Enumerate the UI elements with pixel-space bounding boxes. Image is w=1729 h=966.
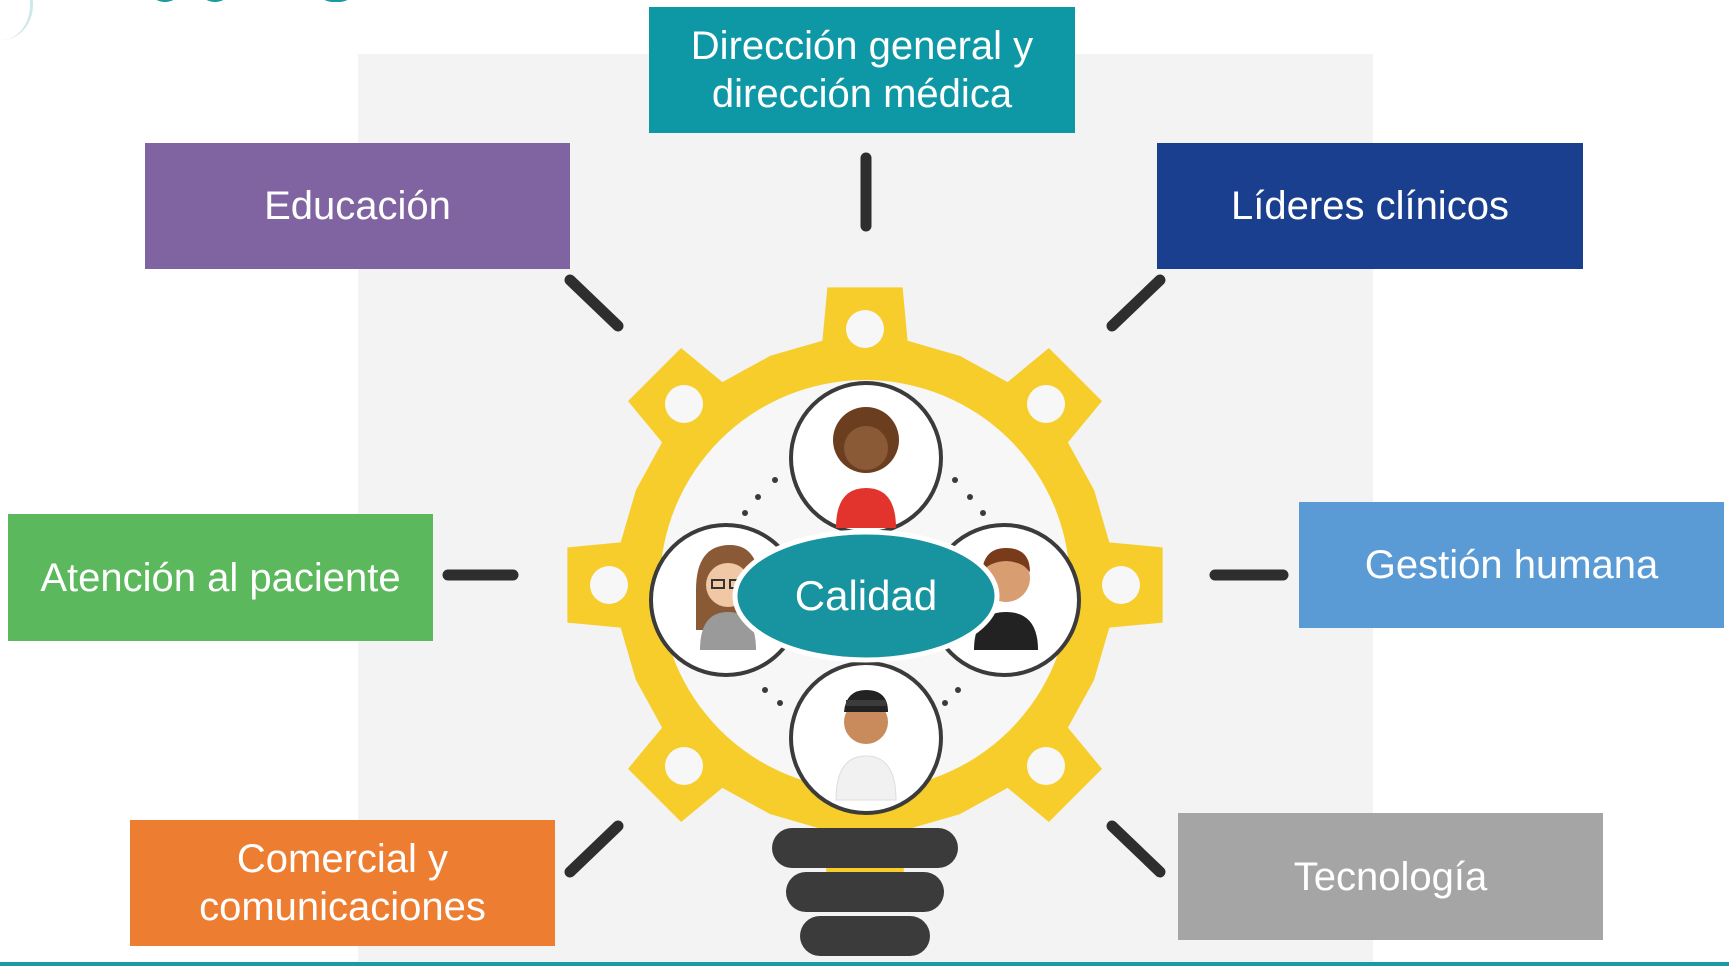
connector-lideres (1106, 274, 1166, 332)
node-tecnologia: Tecnología (1178, 813, 1603, 940)
woman-headband-icon (789, 661, 943, 815)
connector-educacion (564, 274, 624, 332)
node-educacion: Educación (145, 143, 570, 269)
center-label: Calidad (794, 572, 938, 619)
gear-hole (846, 310, 884, 348)
connector-lines (442, 152, 1289, 878)
gear-hole (665, 385, 703, 423)
connector-tecnologia (1106, 820, 1166, 878)
connector-comercial (564, 820, 624, 878)
gear-hole (1027, 385, 1065, 423)
center-ellipse (732, 529, 1000, 663)
cropped-title-fragment (150, 0, 390, 12)
node-lideres: Líderes clínicos (1157, 143, 1583, 269)
node-direccion: Dirección general y dirección médica (649, 7, 1075, 133)
gear-hole (1102, 566, 1140, 604)
gear-holes (590, 310, 1140, 785)
gear-hole (590, 566, 628, 604)
lightbulb-base (772, 828, 958, 956)
woman-curly-hair-icon (789, 381, 943, 535)
dotted-ring (742, 477, 986, 706)
node-comercial: Comercial y comunicaciones (130, 820, 555, 946)
node-gestion: Gestión humana (1299, 502, 1724, 628)
bottom-accent-rule (0, 962, 1729, 966)
gear-hole (665, 747, 703, 785)
gear-hole (1027, 747, 1065, 785)
node-atencion: Atención al paciente (8, 514, 433, 641)
